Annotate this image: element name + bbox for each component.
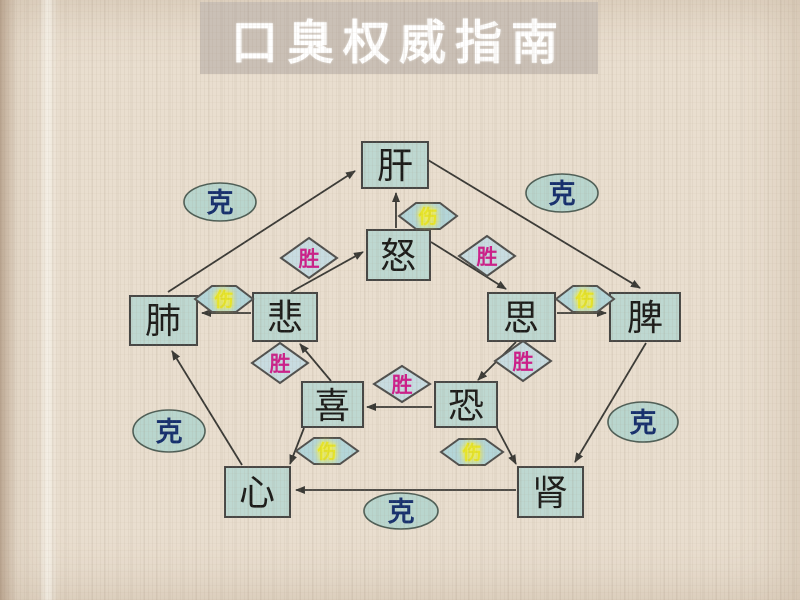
ke-label: 克 [630, 407, 657, 439]
sadness-box [252, 292, 318, 342]
ke-oval [183, 182, 257, 222]
ke-badge-top-right: 克 [525, 173, 599, 213]
node-thought: 思 [487, 292, 556, 342]
ke-oval [363, 492, 439, 530]
arrow-lung-overcomes-liver [167, 170, 356, 293]
shang-hexagon [294, 437, 360, 465]
joy-label: 喜 [314, 386, 350, 427]
shang-badge-fear-kidney: 伤 [439, 438, 505, 466]
sheng-diamond [493, 339, 553, 383]
liver-box [361, 141, 429, 189]
shang-badge-sadness-lung: 伤 [193, 285, 255, 313]
node-sadness: 悲 [252, 292, 318, 342]
arrow-sadness-over-anger [290, 251, 364, 293]
node-lung: 肺 [129, 295, 198, 346]
lung-label: 肺 [145, 301, 181, 342]
sheng-badges: 胜 胜 胜 胜 胜 [250, 234, 553, 404]
ke-label: 克 [156, 416, 183, 448]
fear-label: 恐 [448, 386, 484, 427]
overcome-arrows [167, 159, 647, 494]
node-joy: 喜 [301, 381, 364, 428]
arrow-heart-overcomes-lung [171, 350, 243, 466]
ke-oval [525, 173, 599, 213]
arrow-joy-over-sadness [299, 343, 332, 382]
kidney-label: 肾 [532, 473, 568, 514]
anger-box [366, 229, 431, 281]
sheng-badge-joy-over-sadness: 胜 [250, 341, 310, 385]
joy-box [301, 381, 364, 428]
page-title: 口臭权威指南 [231, 15, 567, 71]
sheng-badge-thought-over-fear: 胜 [493, 339, 553, 383]
spleen-label: 脾 [627, 298, 663, 339]
shang-label: 伤 [213, 288, 233, 311]
shang-hexagon [193, 285, 255, 313]
sheng-diamond [279, 236, 339, 280]
sheng-diamond [372, 364, 432, 404]
paper-left-shadow [0, 0, 16, 600]
shang-badge-joy-heart: 伤 [294, 437, 360, 465]
thought-label: 思 [503, 298, 539, 339]
sheng-diamond [250, 341, 310, 385]
ke-label: 克 [549, 178, 576, 210]
sheng-label: 胜 [270, 351, 291, 376]
spleen-box [609, 292, 681, 342]
ke-badges: 克 克 克 克 克 [132, 173, 679, 530]
sheng-label: 胜 [299, 246, 320, 271]
node-kidney: 肾 [517, 466, 584, 518]
liver-label: 肝 [377, 146, 413, 187]
ke-badge-left: 克 [132, 409, 206, 453]
heart-label: 心 [239, 473, 275, 514]
paper-left-highlight [38, 0, 58, 600]
anger-label: 怒 [380, 236, 416, 277]
arrow-fear-harms-kidney [496, 427, 517, 465]
shang-label: 伤 [316, 440, 336, 463]
shang-badge-thought-spleen: 伤 [554, 285, 616, 313]
lung-box [129, 295, 198, 346]
thought-box [487, 292, 556, 342]
shang-badges: 伤 伤 伤 伤 伤 [193, 202, 616, 466]
sheng-label: 胜 [392, 372, 413, 397]
arrow-liver-overcomes-spleen [427, 159, 641, 289]
shang-hexagon [397, 202, 459, 230]
arrow-anger-over-thought [430, 241, 507, 290]
sheng-badge-fear-over-joy: 胜 [372, 364, 432, 404]
node-anger: 怒 [366, 229, 431, 281]
sadness-label: 悲 [267, 298, 303, 339]
sheng-badge-sadness-over-anger: 胜 [279, 236, 339, 280]
arrow-spleen-overcomes-kidney [574, 342, 647, 463]
shang-label: 伤 [417, 205, 437, 228]
shang-label: 伤 [461, 441, 481, 464]
node-heart: 心 [224, 466, 291, 518]
sheng-label: 胜 [477, 244, 498, 269]
ke-label: 克 [207, 187, 234, 219]
ke-oval [607, 401, 679, 443]
arrow-joy-harms-heart [289, 427, 305, 465]
sheng-label: 胜 [513, 349, 534, 374]
sheng-diamond [457, 234, 517, 278]
ke-oval [132, 409, 206, 453]
shang-hexagon [554, 285, 616, 313]
node-liver: 肝 [361, 141, 429, 189]
shang-hexagon [439, 438, 505, 466]
shang-label: 伤 [574, 288, 594, 311]
heart-box [224, 466, 291, 518]
ke-badge-right: 克 [607, 401, 679, 443]
title-banner: 口臭权威指南 [200, 2, 598, 74]
ke-badge-bottom: 克 [363, 492, 439, 530]
fear-box [434, 381, 498, 428]
node-spleen: 脾 [609, 292, 681, 342]
nodes: 肝 怒 肺 悲 思 脾 喜 [129, 141, 681, 518]
node-fear: 恐 [434, 381, 498, 428]
kidney-box [517, 466, 584, 518]
shang-badge-anger-liver: 伤 [397, 202, 459, 230]
sheng-badge-anger-over-thought: 胜 [457, 234, 517, 278]
ke-badge-top-left: 克 [183, 182, 257, 222]
ke-label: 克 [388, 496, 415, 528]
